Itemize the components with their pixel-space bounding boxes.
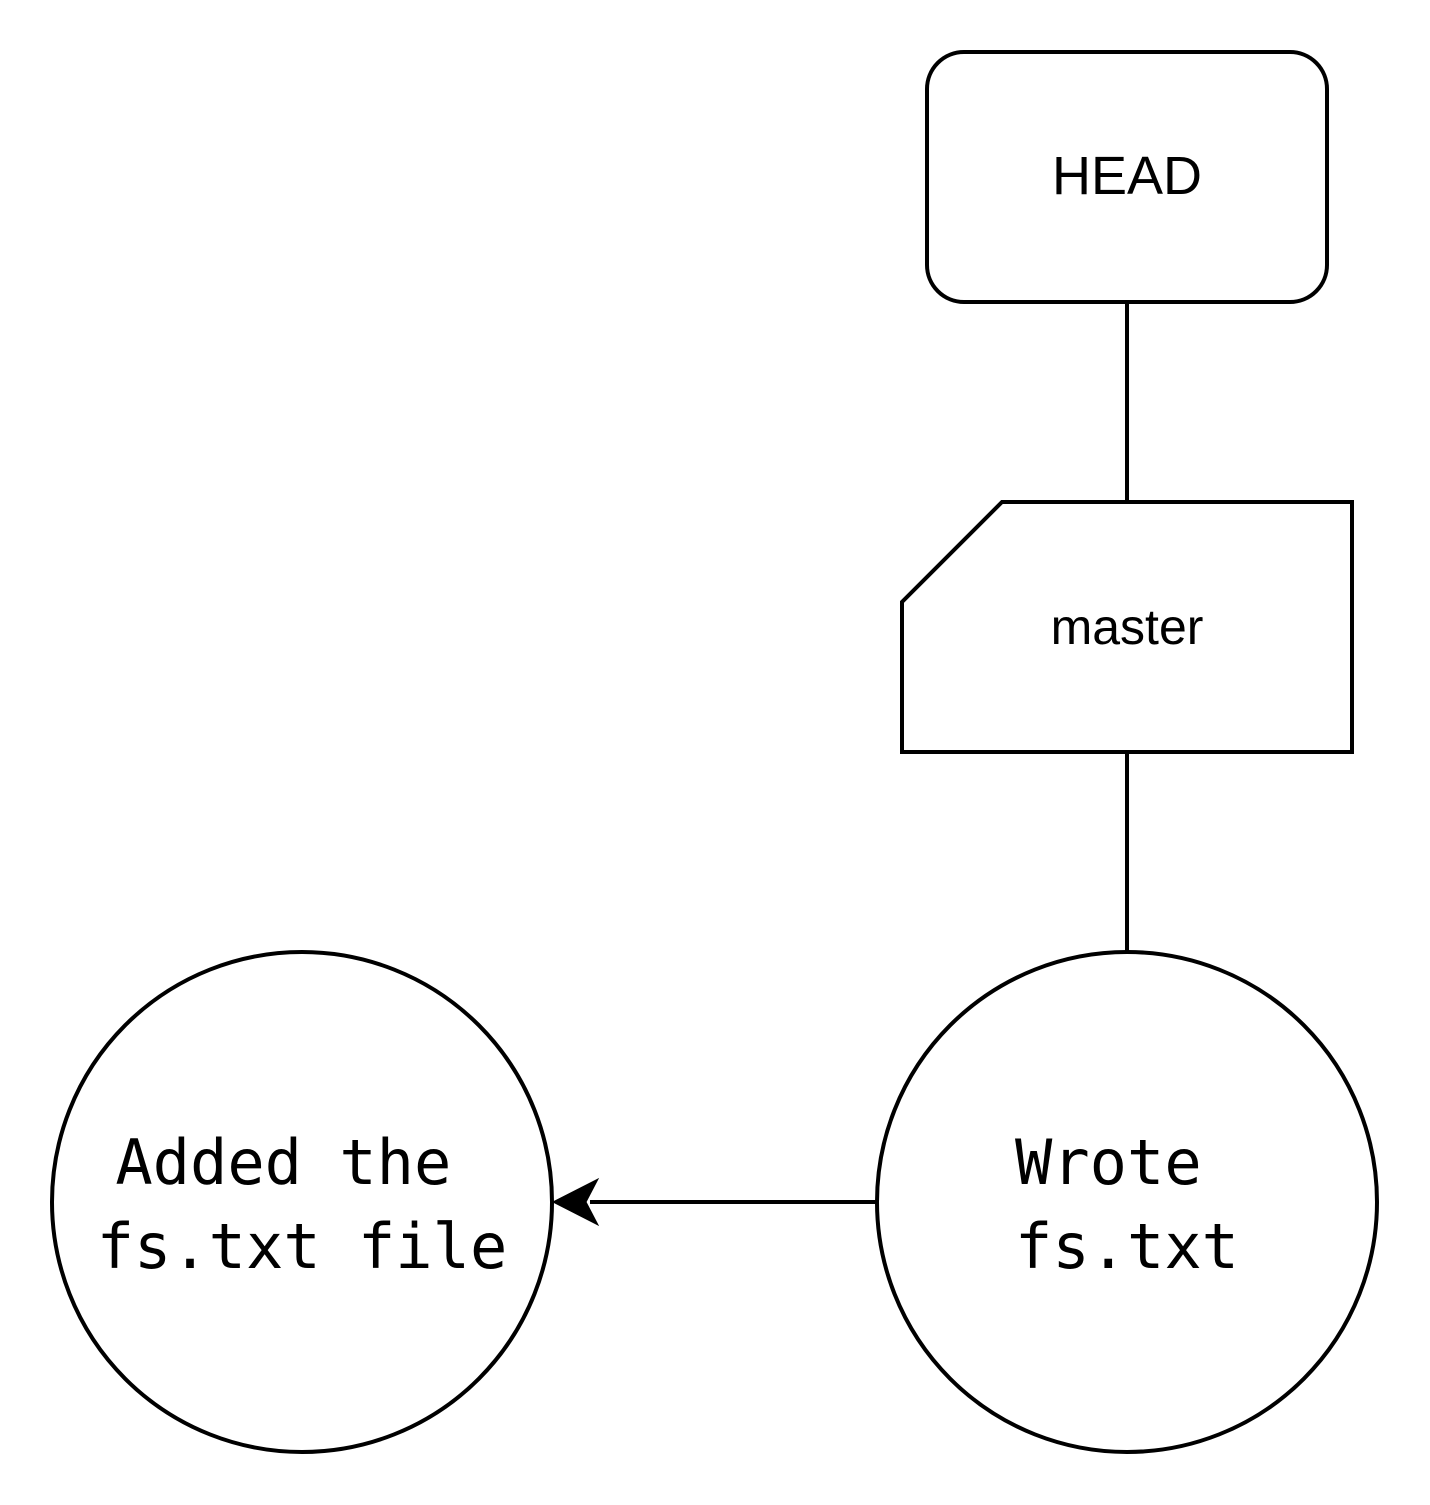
commit-node-initial: Added the fs.txt file [50, 950, 554, 1454]
master-branch-node: master [900, 500, 1354, 754]
commit-node-latest: Wrote fs.txt [875, 950, 1379, 1454]
svg-text:Added the fs.txt file: Added the fs.txt file [97, 1126, 508, 1283]
commit-latest-line-2: fs.txt [1015, 1210, 1239, 1283]
svg-text:Wrote fs.txt: Wrote fs.txt [1015, 1126, 1239, 1283]
commit-initial-line-2: fs.txt file [97, 1210, 508, 1283]
commit-parent-arrowhead [551, 1177, 600, 1227]
head-node: HEAD [925, 50, 1329, 304]
commit-latest-line-1: Wrote [1015, 1126, 1202, 1199]
master-label: master [1051, 599, 1204, 655]
commit-initial-line-1: Added the [115, 1126, 451, 1199]
head-label: HEAD [1052, 146, 1202, 206]
